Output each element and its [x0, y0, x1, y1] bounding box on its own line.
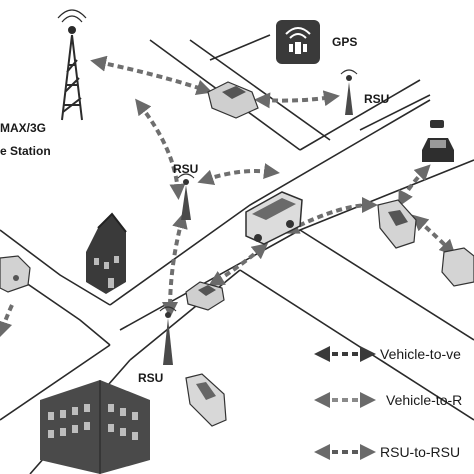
link-rsu-to-bus [197, 163, 280, 185]
gps-icon [276, 20, 320, 64]
legend-label-v2r: Vehicle-to-R [386, 392, 462, 408]
link-car-to-rsu [254, 90, 340, 109]
building-icon [40, 380, 150, 474]
legend: Vehicle-to-ve Vehicle-to-R RSU-to-RSU [314, 346, 462, 460]
rsu-top-label: RSU [364, 92, 389, 106]
link-bus-to-car [208, 242, 269, 287]
legend-label-v2v: Vehicle-to-ve [380, 346, 461, 362]
van-icon [185, 373, 227, 427]
tower-icon [57, 9, 87, 121]
car-icon [0, 255, 31, 293]
link-taxi-to-car [398, 164, 431, 208]
rsu-mid-label: RSU [173, 162, 198, 176]
gps-label: GPS [332, 35, 357, 49]
antenna-icon [177, 173, 195, 220]
link-car-to-car-right [412, 214, 456, 256]
link-tower-to-rsu [135, 98, 186, 200]
link-tower-to-car [90, 55, 213, 96]
base-station-label-2: e Station [0, 144, 51, 158]
antenna-icon [340, 69, 358, 115]
link-left-edge [0, 304, 14, 338]
car-icon [377, 199, 417, 249]
base-station-label-1: MAX/3G [0, 121, 46, 135]
antenna-icon [159, 306, 177, 365]
taxi-icon [422, 120, 454, 162]
car-icon [185, 281, 225, 311]
legend-item-v2r: Vehicle-to-R [314, 392, 462, 408]
link-rsu-to-rsu [162, 212, 188, 318]
legend-item-v2v: Vehicle-to-ve [314, 346, 461, 362]
house-icon [86, 212, 127, 294]
legend-item-r2r: RSU-to-RSU [314, 444, 460, 460]
bus-icon [245, 191, 303, 245]
legend-label-r2r: RSU-to-RSU [380, 444, 460, 460]
car-icon [207, 81, 259, 119]
car-icon [441, 247, 474, 287]
rsu-bottom-label: RSU [138, 371, 163, 385]
